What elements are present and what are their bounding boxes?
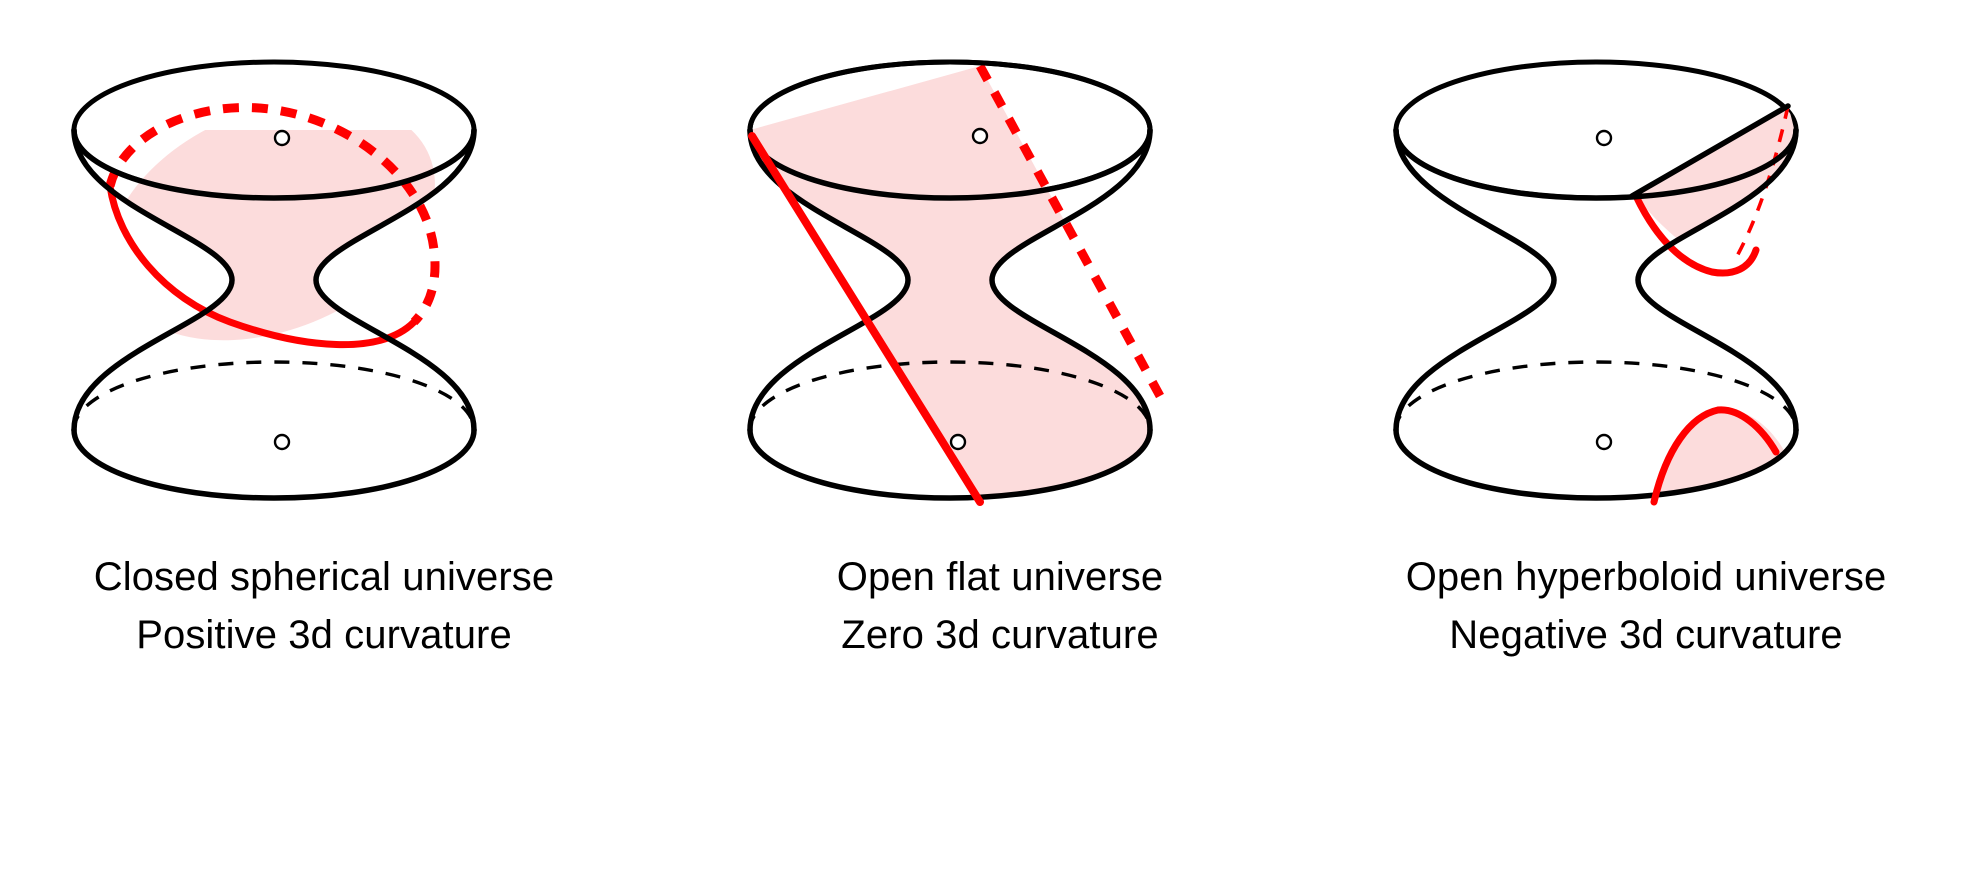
top-center-marker-icon	[273, 129, 291, 147]
top-rim-front-arc	[71, 127, 477, 201]
caption-closed-line1: Closed spherical universe	[93, 555, 555, 599]
panel-closed-spherical: Closed spherical universe Positive 3d cu…	[14, 0, 634, 880]
top-rim-back-arc	[747, 59, 1153, 133]
caption-hyperboloid: Open hyperboloid universe Negative 3d cu…	[1336, 548, 1956, 664]
bottom-rim-back-dashed	[748, 360, 1152, 431]
caption-flat: Open flat universe Zero 3d curvature	[690, 548, 1310, 664]
right-profile-edge	[1635, 127, 1799, 433]
slice-lower-front-solid	[1650, 406, 1780, 506]
left-profile-edge	[71, 127, 235, 433]
spatial-slice-hyperboloid-lower	[1654, 409, 1796, 498]
top-center-marker-icon	[1595, 129, 1613, 147]
bottom-rim-front-solid	[747, 427, 1153, 501]
slice-front-solid	[748, 132, 984, 506]
top-rim-chord	[1629, 103, 1791, 199]
bottom-rim-front-solid	[71, 427, 477, 501]
bottom-rim-front-solid	[1393, 427, 1799, 501]
spatial-slice-flat	[750, 66, 1150, 498]
right-profile-edge	[313, 127, 477, 433]
caption-hyperboloid-line1: Open hyperboloid universe	[1405, 555, 1887, 599]
slice-fill	[750, 66, 1150, 498]
bottom-rim-back-dashed	[1394, 360, 1798, 431]
hyperboloid-diagram-hyperboloid	[1393, 59, 1799, 506]
panel-open-flat: Open flat universe Zero 3d curvature	[690, 0, 1310, 880]
left-profile-edge	[1393, 127, 1557, 433]
slice-front-solid	[106, 182, 418, 349]
top-center-marker-icon	[971, 127, 989, 145]
top-rim-front-arc	[747, 127, 1153, 201]
right-profile-edge	[989, 127, 1153, 433]
caption-hyperboloid-line2: Negative 3d curvature	[1449, 613, 1843, 657]
bottom-rim-back-dashed	[72, 360, 476, 431]
panel-open-hyperboloid: Open hyperboloid universe Negative 3d cu…	[1336, 0, 1956, 880]
hyperboloid-diagram-flat	[747, 59, 1164, 506]
bottom-center-marker-icon	[949, 433, 967, 451]
caption-closed-line2: Positive 3d curvature	[136, 613, 512, 657]
caption-flat-line1: Open flat universe	[836, 555, 1164, 599]
hyperboloid-diagram-closed	[71, 59, 477, 501]
top-rim-front-arc	[1393, 127, 1799, 201]
bottom-center-marker-icon	[273, 433, 291, 451]
slice-lower-fill	[1654, 409, 1796, 498]
slice-back-dashed	[105, 103, 440, 326]
slice-upper-front-solid	[1632, 192, 1760, 277]
bottom-center-marker-icon	[1595, 433, 1613, 451]
caption-closed: Closed spherical universe Positive 3d cu…	[14, 548, 634, 664]
slice-back-dashed	[976, 63, 1164, 399]
caption-flat-line2: Zero 3d curvature	[841, 613, 1159, 657]
